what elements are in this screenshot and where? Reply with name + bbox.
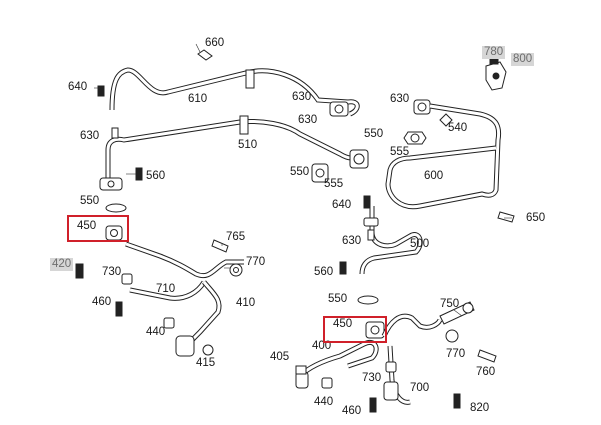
clamp-bracket bbox=[245, 69, 255, 89]
highlight-box-450-left bbox=[67, 215, 129, 242]
label-710: 710 bbox=[156, 283, 176, 295]
label-730: 730 bbox=[102, 266, 122, 278]
label-555: 555 bbox=[324, 178, 344, 190]
pipe-410 bbox=[175, 280, 222, 357]
label-780: 780 bbox=[482, 46, 506, 59]
flange-hole bbox=[107, 180, 115, 188]
fasteners bbox=[75, 49, 515, 413]
label-420: 420 bbox=[50, 258, 74, 271]
label-500: 500 bbox=[410, 238, 430, 250]
clamp-bracket bbox=[239, 115, 249, 135]
label-800: 800 bbox=[511, 53, 535, 66]
label-640: 640 bbox=[332, 199, 352, 211]
sensor-780 bbox=[485, 57, 507, 91]
label-600: 600 bbox=[424, 170, 444, 182]
label-630: 630 bbox=[292, 91, 312, 103]
label-630: 630 bbox=[298, 114, 318, 126]
pipe-610 bbox=[109, 67, 360, 117]
label-540: 540 bbox=[448, 122, 468, 134]
label-770: 770 bbox=[246, 256, 266, 268]
label-440: 440 bbox=[314, 396, 334, 408]
label-700: 700 bbox=[410, 382, 430, 394]
label-560: 560 bbox=[146, 170, 166, 182]
label-630: 630 bbox=[390, 93, 410, 105]
part-450-right bbox=[365, 321, 385, 339]
pipe-600 bbox=[385, 103, 502, 210]
label-550: 550 bbox=[80, 195, 100, 207]
label-630: 630 bbox=[80, 130, 100, 142]
label-770: 770 bbox=[446, 348, 466, 360]
part-750 bbox=[439, 301, 475, 325]
gasket-550-lower bbox=[357, 295, 379, 305]
label-750: 750 bbox=[440, 298, 460, 310]
label-650: 650 bbox=[526, 212, 546, 224]
clamp bbox=[175, 335, 195, 357]
label-460: 460 bbox=[342, 405, 362, 417]
label-610: 610 bbox=[188, 93, 208, 105]
label-760: 760 bbox=[476, 366, 496, 378]
label-510: 510 bbox=[238, 139, 258, 151]
highlight-box-450-right bbox=[323, 316, 387, 343]
label-555: 555 bbox=[390, 146, 410, 158]
label-440: 440 bbox=[146, 326, 166, 338]
label-415: 415 bbox=[196, 357, 216, 369]
label-560: 560 bbox=[314, 266, 334, 278]
label-550: 550 bbox=[290, 166, 310, 178]
label-820: 820 bbox=[470, 402, 490, 414]
label-450: 450 bbox=[333, 318, 353, 330]
label-640: 640 bbox=[68, 81, 88, 93]
label-550: 550 bbox=[364, 128, 384, 140]
gasket-550-left bbox=[105, 203, 127, 213]
label-450: 450 bbox=[77, 220, 97, 232]
pipe-500 bbox=[359, 206, 423, 275]
label-410: 410 bbox=[236, 297, 256, 309]
label-550: 550 bbox=[328, 293, 348, 305]
flange-group-center bbox=[311, 99, 431, 183]
label-630: 630 bbox=[342, 235, 362, 247]
pipe-700 bbox=[381, 313, 443, 405]
label-765: 765 bbox=[226, 231, 246, 243]
label-730: 730 bbox=[362, 372, 382, 384]
label-460: 460 bbox=[92, 296, 112, 308]
label-660: 660 bbox=[205, 37, 225, 49]
label-400: 400 bbox=[312, 340, 332, 352]
label-405: 405 bbox=[270, 351, 290, 363]
gasket bbox=[202, 344, 214, 356]
leader-lines bbox=[94, 43, 512, 317]
pipe-710 bbox=[125, 241, 244, 301]
